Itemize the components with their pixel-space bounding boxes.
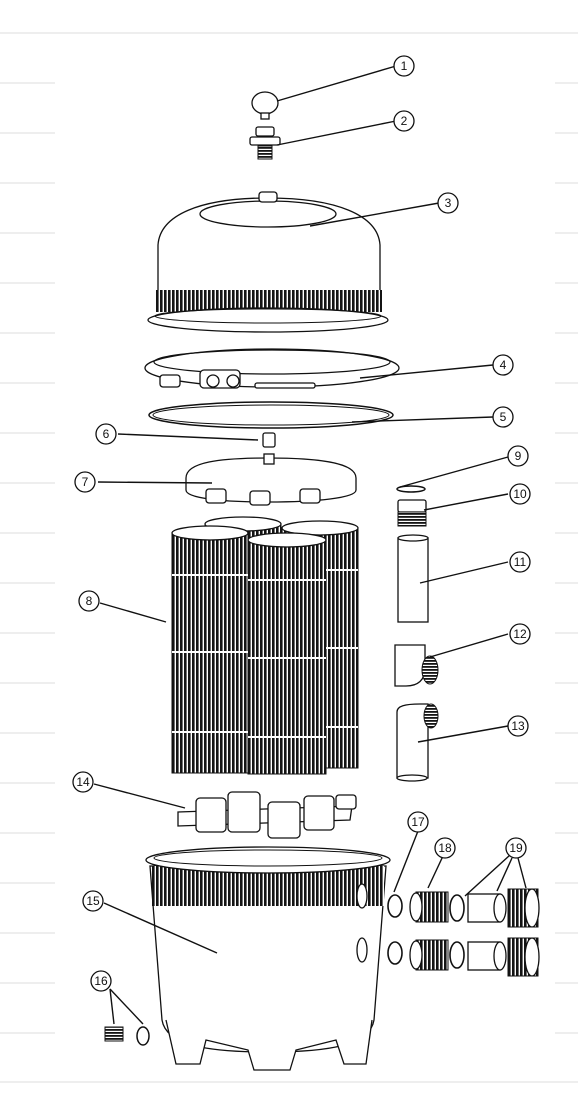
callout-7: 7: [74, 471, 96, 493]
callout-circle: [509, 551, 531, 573]
leader-lines: [93, 65, 527, 1025]
callout-number: 15: [86, 894, 100, 908]
callout-circle: [407, 811, 429, 833]
callout-6: 6: [95, 423, 117, 445]
callout-12: 12: [509, 623, 531, 645]
callout-circle: [72, 771, 94, 793]
part-15-tank: [145, 846, 391, 1071]
callout-circle: [393, 110, 415, 132]
callout-number: 19: [509, 841, 523, 855]
part-14-bottom-manifold: [177, 791, 357, 839]
callout-14: 14: [72, 771, 94, 793]
callout-8: 8: [78, 590, 100, 612]
callout-circle: [507, 715, 529, 737]
part-9-small-o-ring: [396, 485, 426, 493]
part-16-drain-plug: [104, 1026, 150, 1046]
callout-circle: [492, 354, 514, 376]
part-6-fitting: [262, 432, 276, 448]
callout-circle: [434, 837, 456, 859]
callout-number: 16: [94, 974, 108, 988]
callout-number: 12: [513, 627, 527, 641]
part-8-cartridges: [171, 516, 359, 775]
part-19-unions: [449, 888, 540, 977]
callout-circle: [393, 55, 415, 77]
callout-circle: [509, 483, 531, 505]
callout-3: 3: [437, 192, 459, 214]
part-11-pipe: [397, 534, 429, 623]
callout-4: 4: [492, 354, 514, 376]
callout-15: 15: [82, 890, 104, 912]
part-5-o-ring: [148, 401, 394, 429]
part-17-o-rings: [387, 894, 403, 965]
callout-1: 1: [393, 55, 415, 77]
page-rules: [0, 32, 578, 1083]
part-7-manifold: [185, 453, 357, 506]
callout-number: 4: [500, 358, 507, 372]
callout-10: 10: [509, 483, 531, 505]
callout-number: 2: [401, 114, 408, 128]
callout-circle: [492, 406, 514, 428]
callout-9: 9: [507, 445, 529, 467]
callout-19: 19: [505, 837, 527, 859]
callout-number: 5: [500, 410, 507, 424]
callout-number: 1: [401, 59, 408, 73]
part-10-adapter: [397, 499, 427, 527]
callout-circle: [505, 837, 527, 859]
part-1-knob: [251, 91, 279, 120]
callout-number: 6: [103, 427, 110, 441]
callout-number: 13: [511, 719, 525, 733]
part-13-elbow-pipe: [396, 703, 439, 782]
callout-circle: [74, 471, 96, 493]
callout-11: 11: [509, 551, 531, 573]
part-2-valve: [249, 126, 281, 160]
callout-circle: [90, 970, 112, 992]
callout-circle: [437, 192, 459, 214]
part-3-lid: [147, 191, 389, 333]
callout-18: 18: [434, 837, 456, 859]
callout-circle: [509, 623, 531, 645]
callout-number: 11: [514, 555, 527, 569]
callout-number: 18: [438, 841, 452, 855]
callout-circle: [82, 890, 104, 912]
callout-number: 7: [82, 475, 89, 489]
callout-circle: [95, 423, 117, 445]
callout-16: 16: [90, 970, 112, 992]
callout-2: 2: [393, 110, 415, 132]
callout-number: 3: [445, 196, 452, 210]
callout-circle: [78, 590, 100, 612]
callout-number: 9: [515, 449, 522, 463]
callout-number: 17: [411, 815, 425, 829]
callout-circle: [507, 445, 529, 467]
part-4-clamp: [144, 348, 400, 389]
callout-number: 8: [86, 594, 93, 608]
callout-number: 14: [76, 775, 90, 789]
part-12-elbow: [394, 644, 439, 687]
callout-17: 17: [407, 811, 429, 833]
callout-number: 10: [513, 487, 527, 501]
part-18-bulkhead-fittings: [409, 891, 449, 971]
callout-13: 13: [507, 715, 529, 737]
callout-5: 5: [492, 406, 514, 428]
